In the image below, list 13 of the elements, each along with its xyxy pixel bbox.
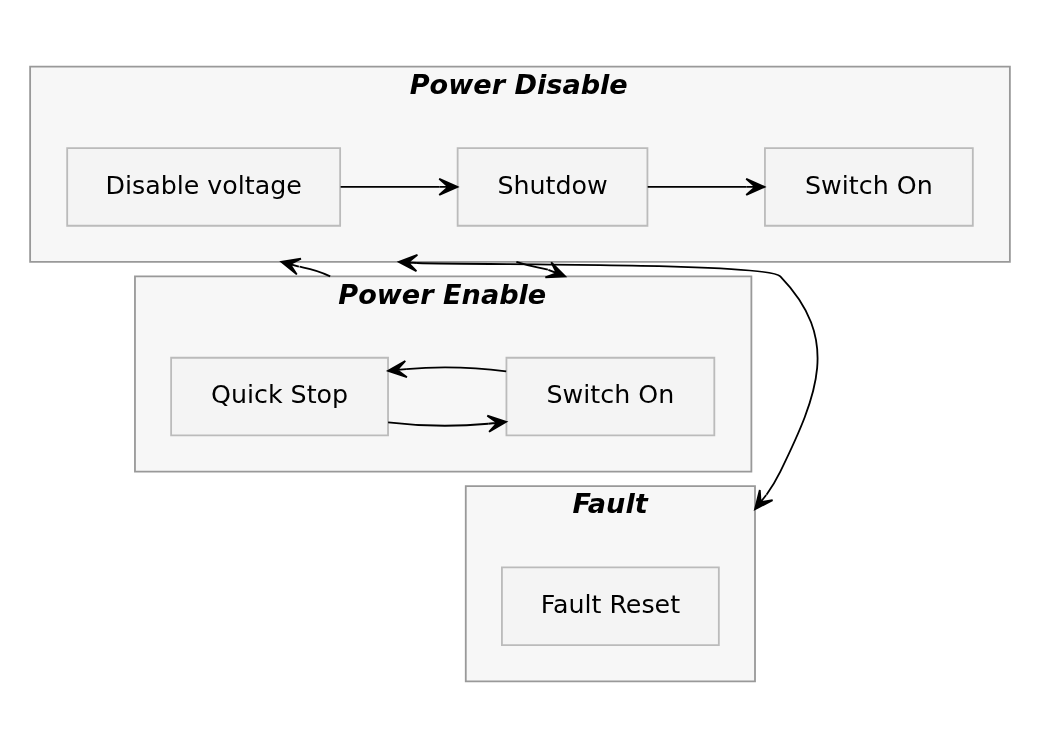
node-box: Shutdow [456, 146, 649, 227]
arrow [387, 359, 508, 378]
arrow [646, 177, 766, 196]
arrow [387, 414, 508, 433]
node-box: Fault Reset [501, 566, 720, 646]
node-box: Disable voltage [66, 146, 342, 227]
arrow [515, 260, 567, 278]
node-box: Switch On [764, 146, 974, 227]
arrow [397, 253, 819, 510]
arrow [280, 257, 332, 277]
arrow [339, 177, 459, 196]
node-box: Switch On [505, 356, 716, 436]
node-box: Quick Stop [170, 356, 389, 436]
